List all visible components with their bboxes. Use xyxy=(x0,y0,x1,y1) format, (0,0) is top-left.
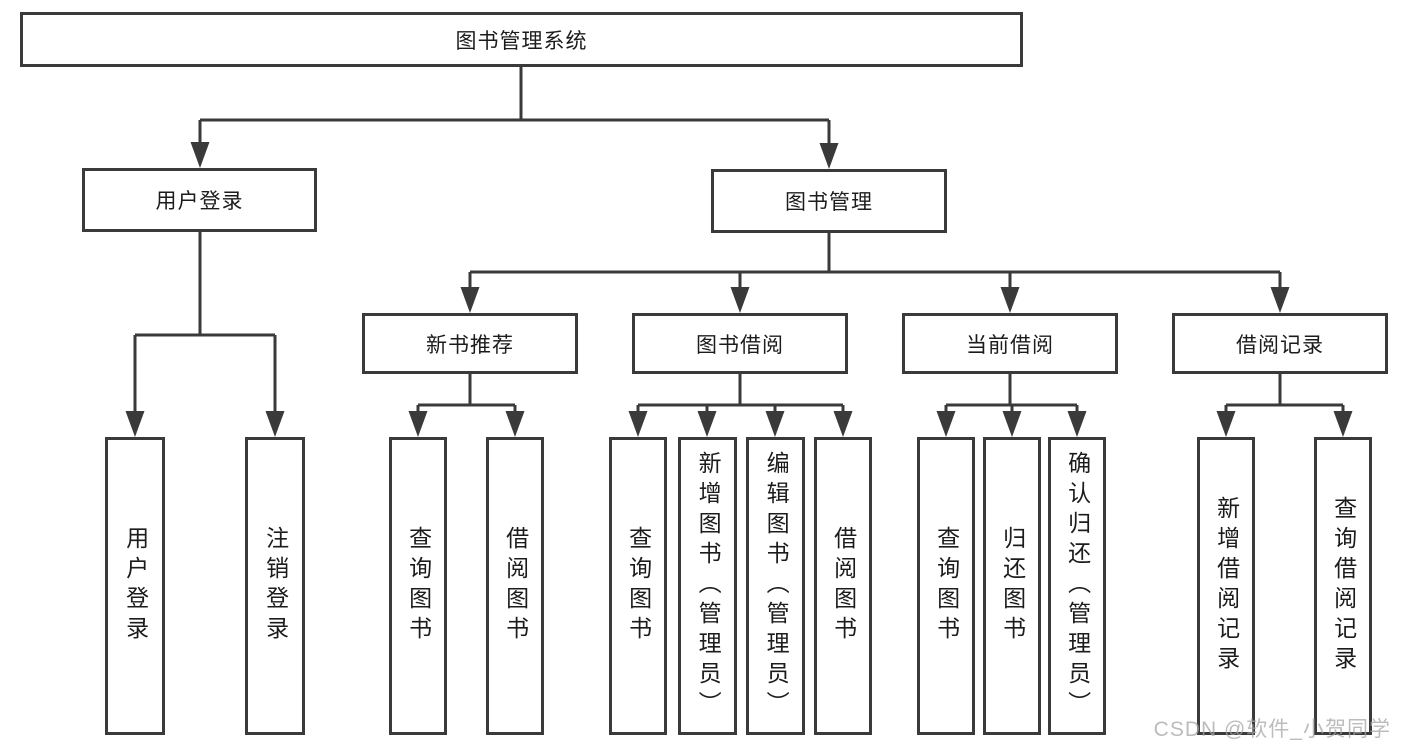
arrow-down-icon xyxy=(1270,287,1290,313)
leaf-return-books: 归还图书 xyxy=(983,437,1041,735)
arrow-down-icon xyxy=(819,143,839,169)
arrow-down-icon xyxy=(1000,287,1020,313)
arrow-down-icon xyxy=(1216,411,1236,437)
arrow-down-icon xyxy=(833,411,853,437)
arrow-down-icon xyxy=(1002,411,1022,437)
leaf-confirm-return-admin: 确认归还（管理员） xyxy=(1048,437,1106,735)
leaf-borrow-books-newbook: 借阅图书 xyxy=(486,437,544,735)
arrow-down-icon xyxy=(505,411,525,437)
leaf-user-login: 用户登录 xyxy=(105,437,165,735)
node-new-book-recommend: 新书推荐 xyxy=(362,313,578,374)
arrow-down-icon xyxy=(1067,411,1087,437)
leaf-borrow-books-borrowing: 借阅图书 xyxy=(814,437,872,735)
arrow-down-icon xyxy=(730,287,750,313)
node-borrow-records: 借阅记录 xyxy=(1172,313,1388,374)
leaf-query-books-current: 查询图书 xyxy=(917,437,975,735)
leaf-logout: 注销登录 xyxy=(245,437,305,735)
leaf-add-book-admin: 新增图书（管理员） xyxy=(678,437,737,735)
node-book-management: 图书管理 xyxy=(711,169,947,233)
node-user-login: 用户登录 xyxy=(82,168,317,232)
arrow-down-icon xyxy=(460,287,480,313)
arrow-down-icon xyxy=(628,411,648,437)
arrow-down-icon xyxy=(697,411,717,437)
arrow-down-icon xyxy=(125,411,145,437)
arrow-down-icon xyxy=(408,411,428,437)
leaf-query-books-borrowing: 查询图书 xyxy=(609,437,667,735)
arrow-down-icon xyxy=(765,411,785,437)
node-book-borrowing: 图书借阅 xyxy=(632,313,848,374)
arrow-down-icon xyxy=(265,411,285,437)
arrow-down-icon xyxy=(936,411,956,437)
leaf-query-borrow-record: 查询借阅记录 xyxy=(1314,437,1372,735)
arrow-down-icon xyxy=(190,142,210,168)
leaf-query-books-newbook: 查询图书 xyxy=(389,437,447,735)
arrow-down-icon xyxy=(1333,411,1353,437)
leaf-edit-book-admin: 编辑图书（管理员） xyxy=(746,437,805,735)
node-library-system: 图书管理系统 xyxy=(20,12,1023,67)
node-current-borrowing: 当前借阅 xyxy=(902,313,1118,374)
leaf-add-borrow-record: 新增借阅记录 xyxy=(1197,437,1255,735)
csdn-watermark: CSDN @软件_小贺同学 xyxy=(1153,718,1391,741)
